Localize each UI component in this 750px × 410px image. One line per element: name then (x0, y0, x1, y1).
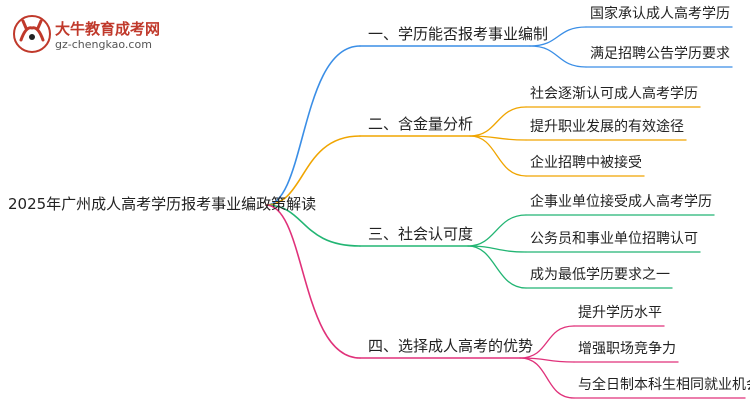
leaf-label-3-3: 成为最低学历要求之一 (530, 267, 670, 283)
root-node-label: 2025年广州成人高考学历报考事业编政策解读 (8, 195, 317, 213)
edge-root-to-branch-2 (265, 135, 361, 206)
leaf-label-1-2: 满足招聘公告学历要求 (590, 46, 730, 62)
leaf-label-4-1: 提升学历水平 (578, 305, 662, 321)
mindmap-edges (265, 26, 746, 399)
edge-branch-2-to-leaf-3 (469, 135, 527, 177)
edge-branch-2-to-leaf-1 (469, 106, 527, 137)
edge-branch-4-to-leaf-2 (519, 357, 575, 363)
leaf-label-4-2: 增强职场竞争力 (578, 341, 676, 357)
edge-branch-4-to-leaf-1 (519, 325, 575, 359)
logo-title: 大牛教育成考网 (55, 20, 161, 38)
logo-url: gz-chengkao.com (55, 38, 152, 51)
branch-label-3: 三、社会认可度 (368, 225, 474, 243)
edge-root-to-branch-1 (265, 45, 361, 206)
site-logo: 大牛教育成考网 gz-chengkao.com (12, 12, 162, 56)
leaf-label-2-2: 提升职业发展的有效途径 (530, 119, 684, 135)
edge-branch-1-to-leaf-2 (529, 45, 587, 68)
edge-branch-4-to-leaf-3 (519, 357, 575, 399)
edge-root-to-branch-3 (265, 204, 361, 247)
edge-branch-3-to-leaf-3 (467, 245, 527, 289)
edge-root-to-branch-4 (265, 204, 361, 359)
branch-label-1: 一、学历能否报考事业编制 (368, 25, 549, 43)
edge-branch-3-to-leaf-1 (467, 214, 527, 247)
leaf-label-2-3: 企业招聘中被接受 (530, 155, 642, 171)
edge-branch-1-to-leaf-1 (529, 26, 587, 47)
branch-label-2: 二、含金量分析 (368, 115, 474, 133)
leaf-label-1-1: 国家承认成人高考学历 (590, 6, 730, 22)
leaf-label-4-3: 与全日制本科生相同就业机会 (578, 377, 750, 393)
leaf-label-2-1: 社会逐渐认可成人高考学历 (530, 86, 698, 102)
leaf-label-3-1: 企事业单位接受成人高考学历 (530, 194, 712, 210)
branch-label-4: 四、选择成人高考的优势 (368, 337, 534, 355)
leaf-label-3-2: 公务员和事业单位招聘认可 (530, 231, 698, 247)
logo-mark-icon (13, 15, 51, 53)
